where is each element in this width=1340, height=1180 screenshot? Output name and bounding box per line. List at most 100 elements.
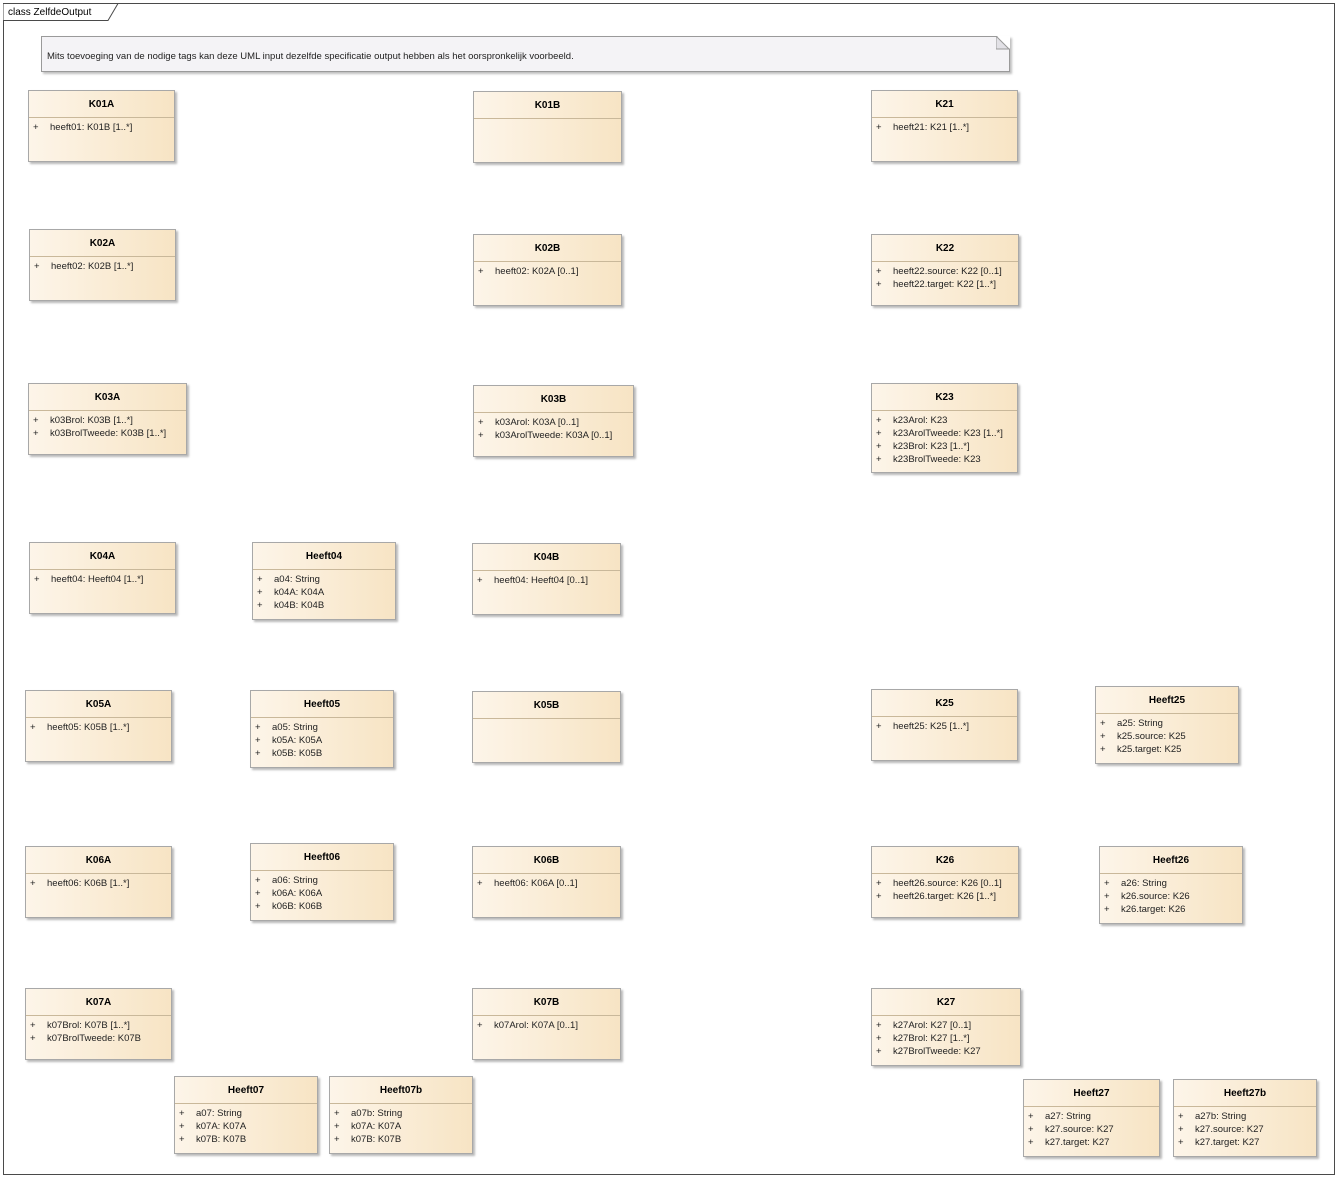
attribute-row[interactable]: + k23BrolTweede: K23 xyxy=(876,453,1017,466)
attribute-row[interactable]: +heeft06: K06A [0..1] xyxy=(477,877,620,890)
attribute-row[interactable]: +heeft06: K06B [1..*] xyxy=(30,877,171,890)
attribute-compartment: +a05: String+k05A: K05A+k05B: K05B xyxy=(251,718,393,760)
attribute-row[interactable]: +heeft22.source: K22 [0..1] xyxy=(876,265,1018,278)
attribute-text: k23BrolTweede: K23 xyxy=(893,454,981,465)
attribute-row[interactable]: +a26: String xyxy=(1104,877,1242,890)
attribute-row[interactable]: +k07B: K07B xyxy=(334,1133,472,1146)
attribute-row[interactable]: +heeft01: K01B [1..*] xyxy=(33,121,174,134)
attribute-text: k06B: K06B xyxy=(272,901,323,912)
attribute-row[interactable]: +k26.source: K26 xyxy=(1104,890,1242,903)
attribute-text: k27Brol: K27 [1..*] xyxy=(893,1033,970,1044)
class-k26[interactable]: K26+heeft26.source: K26 [0..1]+heeft26.t… xyxy=(871,846,1019,918)
class-k27[interactable]: K27+k27Arol: K27 [0..1]+k27Brol: K27 [1.… xyxy=(871,988,1021,1066)
attribute-row[interactable]: +k03ArolTweede: K03A [0..1] xyxy=(478,429,633,442)
visibility-marker: + xyxy=(1100,718,1106,729)
attribute-row[interactable]: +heeft22.target: K22 [1..*] xyxy=(876,278,1018,291)
attribute-row[interactable]: +k27.target: K27 xyxy=(1028,1136,1159,1149)
attribute-row[interactable]: +k07A: K07A xyxy=(334,1120,472,1133)
attribute-row[interactable]: +k23Brol: K23 [1..*] xyxy=(876,440,1017,453)
attribute-row[interactable]: +k27BrolTweede: K27 xyxy=(876,1045,1020,1058)
attribute-row[interactable]: +k27.source: K27 xyxy=(1028,1123,1159,1136)
class-k01a[interactable]: K01A+heeft01: K01B [1..*] xyxy=(28,90,175,162)
attribute-row[interactable]: +k07Arol: K07A [0..1] xyxy=(477,1019,620,1032)
attribute-row[interactable]: +a04: String xyxy=(257,573,395,586)
attribute-row[interactable]: +heeft04: Heeft04 [0..1] xyxy=(477,574,620,587)
class-heeft07[interactable]: Heeft07+a07: String+k07A: K07A+k07B: K07… xyxy=(174,1076,318,1154)
class-k06b[interactable]: K06B+heeft06: K06A [0..1] xyxy=(472,846,621,918)
attribute-row[interactable]: +k04A: K04A xyxy=(257,586,395,599)
class-k07a[interactable]: K07A+k07Brol: K07B [1..*]+k07BrolTweede:… xyxy=(25,988,172,1060)
attribute-text: k03ArolTweede: K03A [0..1] xyxy=(495,430,613,441)
attribute-row[interactable]: +k03Brol: K03B [1..*] xyxy=(33,414,186,427)
class-k05b[interactable]: K05B xyxy=(472,691,621,763)
class-heeft27[interactable]: Heeft27+a27: String+k27.source: K27+k27.… xyxy=(1023,1079,1160,1157)
attribute-row[interactable]: +heeft05: K05B [1..*] xyxy=(30,721,171,734)
attribute-row[interactable]: +a25: String xyxy=(1100,717,1238,730)
attribute-row[interactable]: +heeft02: K02B [1..*] xyxy=(34,260,175,273)
attribute-row[interactable]: +a06: String xyxy=(255,874,393,887)
class-k03a[interactable]: K03A+k03Brol: K03B [1..*]+k03BrolTweede:… xyxy=(28,383,187,455)
class-k06a[interactable]: K06A+heeft06: K06B [1..*] xyxy=(25,846,172,918)
attribute-compartment: +k03Brol: K03B [1..*]+k03BrolTweede: K03… xyxy=(29,411,186,440)
attribute-text: heeft26.source: K26 [0..1] xyxy=(893,878,1002,889)
class-k04a[interactable]: K04A+heeft04: Heeft04 [1..*] xyxy=(29,542,176,614)
class-heeft07b[interactable]: Heeft07b+a07b: String+k07A: K07A+k07B: K… xyxy=(329,1076,473,1154)
attribute-row[interactable]: +heeft21: K21 [1..*] xyxy=(876,121,1017,134)
visibility-marker: + xyxy=(876,454,882,465)
attribute-row[interactable]: +k26.target: K26 xyxy=(1104,903,1242,916)
attribute-row[interactable]: +k27Brol: K27 [1..*] xyxy=(876,1032,1020,1045)
class-k05a[interactable]: K05A+heeft05: K05B [1..*] xyxy=(25,690,172,762)
attribute-row[interactable]: +a27: String xyxy=(1028,1110,1159,1123)
attribute-row[interactable]: +k07BrolTweede: K07B xyxy=(30,1032,171,1045)
class-heeft04[interactable]: Heeft04+a04: String+k04A: K04A+k04B: K04… xyxy=(252,542,396,620)
attribute-compartment: +k23Arol: K23+k23ArolTweede: K23 [1..*]+… xyxy=(872,411,1017,466)
attribute-compartment xyxy=(474,119,621,122)
class-k22[interactable]: K22+heeft22.source: K22 [0..1]+heeft22.t… xyxy=(871,234,1019,306)
attribute-compartment: +a04: String+k04A: K04A+k04B: K04B xyxy=(253,570,395,612)
attribute-row[interactable]: +k03Arol: K03A [0..1] xyxy=(478,416,633,429)
attribute-row[interactable]: +k23ArolTweede: K23 [1..*] xyxy=(876,427,1017,440)
attribute-row[interactable]: +heeft04: Heeft04 [1..*] xyxy=(34,573,175,586)
attribute-row[interactable]: +k04B: K04B xyxy=(257,599,395,612)
class-k03b[interactable]: K03B+k03Arol: K03A [0..1]+k03ArolTweede:… xyxy=(473,385,634,457)
attribute-row[interactable]: +k27.target: K27 xyxy=(1178,1136,1316,1149)
attribute-row[interactable]: +k05A: K05A xyxy=(255,734,393,747)
attribute-row[interactable]: +k07Brol: K07B [1..*] xyxy=(30,1019,171,1032)
class-heeft25[interactable]: Heeft25+a25: String+k25.source: K25+k25.… xyxy=(1095,686,1239,764)
class-k25[interactable]: K25+heeft25: K25 [1..*] xyxy=(871,689,1018,761)
attribute-text: k07A: K07A xyxy=(351,1121,402,1132)
attribute-row[interactable]: +k06A: K06A xyxy=(255,887,393,900)
attribute-row[interactable]: +a07: String xyxy=(179,1107,317,1120)
class-k02a[interactable]: K02A+heeft02: K02B [1..*] xyxy=(29,229,176,301)
class-k01b[interactable]: K01B xyxy=(473,91,622,163)
attribute-row[interactable]: +k07B: K07B xyxy=(179,1133,317,1146)
class-k23[interactable]: K23+k23Arol: K23+k23ArolTweede: K23 [1..… xyxy=(871,383,1018,473)
attribute-row[interactable]: +k03BrolTweede: K03B [1..*] xyxy=(33,427,186,440)
class-heeft27b[interactable]: Heeft27b+a27b: String+k27.source: K27+k2… xyxy=(1173,1079,1317,1157)
attribute-row[interactable]: +heeft25: K25 [1..*] xyxy=(876,720,1017,733)
attribute-row[interactable]: +a27b: String xyxy=(1178,1110,1316,1123)
class-heeft06[interactable]: Heeft06+a06: String+k06A: K06A+k06B: K06… xyxy=(250,843,394,921)
attribute-row[interactable]: +k25.source: K25 xyxy=(1100,730,1238,743)
class-k02b[interactable]: K02B+heeft02: K02A [0..1] xyxy=(473,234,622,306)
attribute-row[interactable]: +k25.target: K25 xyxy=(1100,743,1238,756)
attribute-row[interactable]: +a05: String xyxy=(255,721,393,734)
attribute-row[interactable]: +k05B: K05B xyxy=(255,747,393,760)
class-k07b[interactable]: K07B+k07Arol: K07A [0..1] xyxy=(472,988,621,1060)
attribute-row[interactable]: +k07A: K07A xyxy=(179,1120,317,1133)
class-heeft26[interactable]: Heeft26+a26: String+k26.source: K26+k26.… xyxy=(1099,846,1243,924)
attribute-row[interactable]: +a07b: String xyxy=(334,1107,472,1120)
attribute-row[interactable]: +k06B: K06B xyxy=(255,900,393,913)
attribute-row[interactable]: +heeft02: K02A [0..1] xyxy=(478,265,621,278)
attribute-text: k25.target: K25 xyxy=(1117,744,1182,755)
visibility-marker: + xyxy=(255,748,261,759)
attribute-row[interactable]: +k23Arol: K23 xyxy=(876,414,1017,427)
attribute-row[interactable]: +k27.source: K27 xyxy=(1178,1123,1316,1136)
attribute-row[interactable]: +k27Arol: K27 [0..1] xyxy=(876,1019,1020,1032)
attribute-row[interactable]: +heeft26.source: K26 [0..1] xyxy=(876,877,1018,890)
class-k21[interactable]: K21+heeft21: K21 [1..*] xyxy=(871,90,1018,162)
class-k04b[interactable]: K04B+heeft04: Heeft04 [0..1] xyxy=(472,543,621,615)
class-heeft05[interactable]: Heeft05+a05: String+k05A: K05A+k05B: K05… xyxy=(250,690,394,768)
diagram-note[interactable]: Mits toevoeging van de nodige tags kan d… xyxy=(41,36,1010,72)
attribute-row[interactable]: +heeft26.target: K26 [1..*] xyxy=(876,890,1018,903)
